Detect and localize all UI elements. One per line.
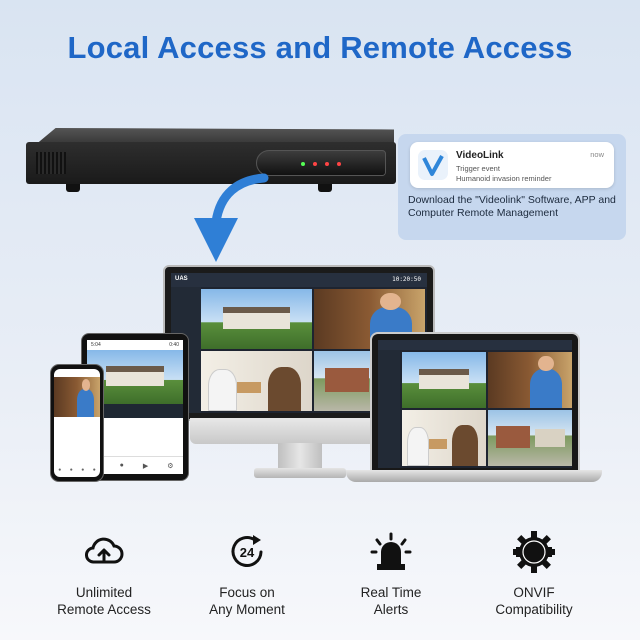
monitor-toolbar: UAS 10:20:50	[171, 273, 427, 287]
nav-icon[interactable]: ●	[58, 467, 62, 473]
feature-label: Focus on	[219, 585, 275, 600]
push-notification[interactable]: VideoLink Trigger event Humanoid invasio…	[410, 142, 614, 188]
camera-feed-delivery[interactable]	[201, 351, 312, 411]
nav-icon[interactable]: ●	[92, 467, 96, 473]
tablet-controls[interactable]	[87, 404, 183, 418]
laptop	[370, 332, 580, 472]
feature-label: Real Time	[360, 585, 422, 600]
24-hour-icon: 24	[231, 535, 263, 567]
phone-screen: ● ● ● ●	[54, 369, 100, 477]
status-led	[325, 162, 329, 166]
feature-onvif: ONVIF Compatibility	[459, 530, 609, 618]
dvr-foot	[66, 184, 80, 192]
play-icon[interactable]: ▶	[142, 462, 149, 470]
feature-remote-access: Unlimited Remote Access	[29, 530, 179, 618]
feature-label: Compatibility	[495, 602, 573, 617]
notification-time: now	[590, 150, 604, 159]
monitor-stand	[278, 443, 322, 469]
dvr-indicator-panel	[256, 150, 386, 176]
feature-label: Unlimited	[75, 585, 133, 600]
feature-label: Alerts	[373, 602, 409, 617]
status-led	[337, 162, 341, 166]
feature-label: ONVIF	[513, 585, 555, 600]
chat-icon[interactable]: ●	[119, 462, 124, 469]
notification-panel: VideoLink Trigger event Humanoid invasio…	[398, 134, 626, 240]
notification-app-name: VideoLink	[456, 150, 504, 161]
laptop-base	[346, 470, 602, 482]
laptop-toolbar	[378, 340, 572, 350]
page-title: Local Access and Remote Access	[67, 30, 573, 65]
down-arrow-icon	[194, 173, 269, 262]
phone-tab-bar: ● ● ● ●	[54, 467, 100, 473]
tablet-clock: 0:40	[169, 342, 179, 348]
tablet-status-bar: 5:04 0:40	[87, 340, 183, 350]
monitor-clock: 10:20:50	[392, 276, 421, 283]
camera-feed-house[interactable]	[201, 289, 312, 349]
laptop-screen	[378, 340, 572, 468]
dvr-vent	[36, 152, 66, 174]
alarm-light-icon	[370, 532, 412, 570]
dvr-front-panel	[26, 142, 396, 184]
onvif-gear-icon	[513, 531, 555, 573]
laptop-sidebar	[378, 350, 400, 468]
feature-24-hour: 24 Focus on Any Moment	[172, 530, 322, 618]
monitor-base	[254, 468, 346, 478]
feature-label: Any Moment	[209, 602, 285, 617]
feature-label: Remote Access	[57, 602, 151, 617]
nav-icon[interactable]: ●	[81, 467, 85, 473]
settings-icon[interactable]: ⚙	[167, 462, 174, 470]
svg-text:24: 24	[240, 545, 255, 560]
camera-feed-delivery[interactable]	[402, 410, 486, 466]
notification-line: Trigger event	[456, 164, 500, 173]
notification-line: Humanoid invasion reminder	[456, 174, 552, 183]
phone-camera-feed[interactable]	[54, 377, 100, 417]
videolink-app-icon	[418, 150, 448, 180]
camera-grid	[402, 352, 572, 466]
software-logo: UAS	[175, 276, 188, 282]
cloud-upload-icon	[85, 537, 124, 564]
dvr-recorder	[26, 128, 400, 194]
dvr-top-panel	[34, 128, 394, 146]
feature-alerts: Real Time Alerts	[316, 530, 466, 618]
dvr-foot	[318, 184, 332, 192]
camera-feed-street[interactable]	[488, 410, 572, 466]
status-led	[313, 162, 317, 166]
tablet-time: 5:04	[91, 342, 101, 348]
power-led	[301, 162, 305, 166]
smartphone: ● ● ● ●	[50, 364, 104, 482]
camera-feed-house[interactable]	[402, 352, 486, 408]
notification-description: Download the "Videolink" Software, APP a…	[408, 194, 616, 219]
nav-icon[interactable]: ●	[69, 467, 73, 473]
camera-feed-door[interactable]	[488, 352, 572, 408]
